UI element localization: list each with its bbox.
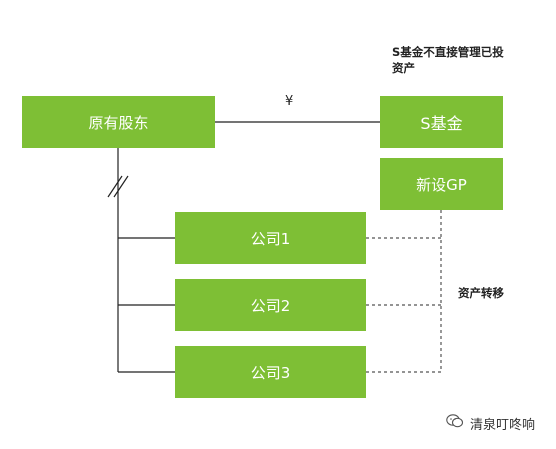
watermark: 清泉叮咚响 (446, 413, 535, 433)
wechat-icon (446, 413, 464, 433)
break-mark-2 (113, 175, 129, 198)
box-s-fund: S基金 (380, 96, 503, 148)
box-original-shareholders: 原有股东 (22, 96, 215, 148)
watermark-text: 清泉叮咚响 (470, 417, 536, 433)
box-company1: 公司1 (175, 212, 366, 264)
box-company3: 公司3 (175, 346, 366, 398)
yen-symbol: ¥ (285, 94, 294, 109)
asset-transfer-label: 资产转移 (458, 286, 504, 300)
box-company2: 公司2 (175, 279, 366, 331)
break-mark-1 (107, 175, 123, 198)
box-new-gp: 新设GP (380, 158, 503, 210)
s-fund-note: S基金不直接管理已投资产 (392, 45, 504, 75)
